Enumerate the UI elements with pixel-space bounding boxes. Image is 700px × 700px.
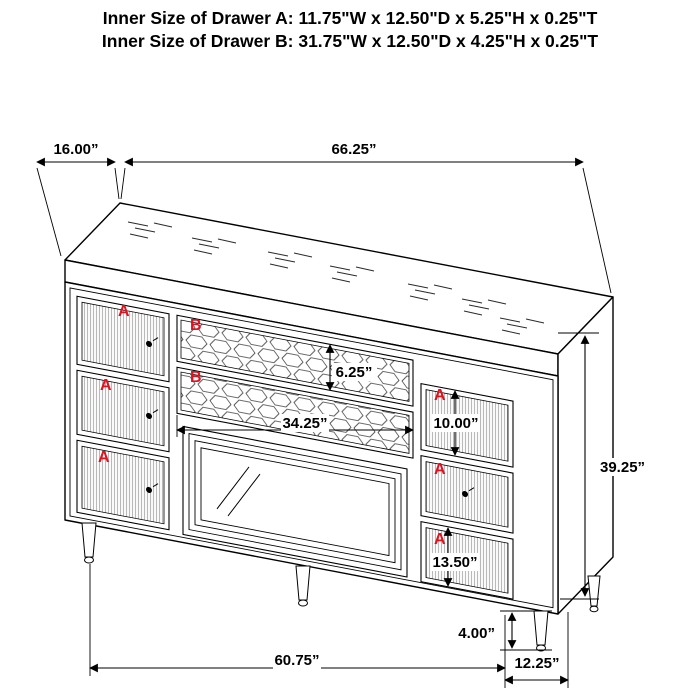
label-drawer-a: A [98, 449, 110, 466]
dim-drawer-b-height: 6.25” [325, 344, 377, 391]
dresser-drawing: A A A B B A A A [64, 202, 614, 652]
label-drawer-a: A [434, 387, 446, 404]
dimension-annotations: 16.00” 66.25” 6.25” 34.25” 10.00” [36, 140, 648, 688]
dim-right-bottom-drawer-height: 13.50” [431, 527, 479, 587]
drawer-b-1 [176, 314, 414, 407]
drawer-a-right-2 [420, 454, 514, 534]
drawer-letters: A A A B B A A A [98, 303, 446, 548]
front-frame-line [69, 287, 554, 609]
dim-top-width: 66.25” [120, 140, 612, 294]
dim-top-depth: 16.00” [36, 140, 120, 257]
dim-label-overall-height: 39.25” [600, 459, 645, 476]
label-drawer-a: A [100, 377, 112, 394]
dim-label-top-depth: 16.00” [53, 141, 98, 158]
dim-leg-height: 4.00” [453, 610, 552, 651]
label-drawer-a: A [434, 531, 446, 548]
knob [146, 486, 152, 494]
dim-label-top-width: 66.25” [331, 141, 376, 158]
drawer-a-left-2 [76, 369, 170, 453]
knob [146, 412, 152, 420]
dim-label-drawer-b-width: 34.25” [282, 415, 327, 432]
drawer-a-left-3 [76, 439, 170, 531]
leg-front-middle [295, 565, 311, 601]
dim-overall-height: 39.25” [558, 332, 648, 600]
dim-bottom-width: 60.75” [89, 564, 506, 688]
leg-front-left [81, 522, 97, 558]
label-drawer-b: B [190, 317, 202, 334]
label-drawer-a: A [434, 461, 446, 478]
drawer-a-left-1 [76, 295, 170, 383]
knob [146, 340, 152, 348]
leg-front-right [533, 610, 549, 646]
leg-back-right [587, 575, 601, 607]
dim-drawer-b-width: 34.25” [176, 414, 414, 457]
label-drawer-b: B [190, 369, 202, 386]
mirror-panel [182, 425, 408, 578]
mirror-sheen [216, 466, 261, 517]
title-line-1: Inner Size of Drawer A: 11.75"W x 12.50"… [103, 8, 598, 28]
dim-right-top-drawer-height: 10.00” [432, 390, 480, 456]
dim-label-drawer-b-height: 6.25” [336, 364, 373, 381]
dresser-legs [81, 522, 601, 652]
dim-label-right-top-drawer-height: 10.00” [433, 415, 478, 432]
label-drawer-a: A [118, 303, 130, 320]
dim-label-leg-height: 4.00” [458, 625, 495, 642]
dim-label-right-bottom-drawer-height: 13.50” [432, 554, 477, 571]
dim-side-depth: 12.25” [504, 612, 569, 688]
dim-label-bottom-width: 60.75” [274, 652, 319, 669]
title-line-2: Inner Size of Drawer B: 31.75"W x 12.50"… [102, 31, 598, 51]
dim-label-side-depth: 12.25” [514, 655, 559, 672]
knob [462, 490, 468, 498]
front-face-details [69, 287, 554, 609]
